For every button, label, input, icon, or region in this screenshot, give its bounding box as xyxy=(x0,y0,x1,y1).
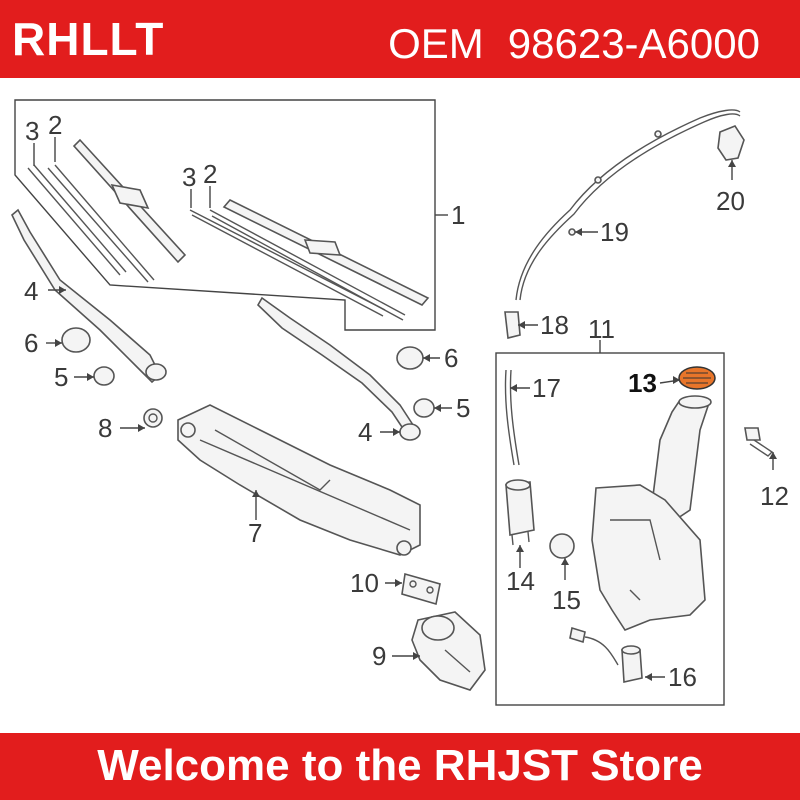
oem-part-number: OEM 98623-A6000 xyxy=(388,20,760,68)
callout-2b: 2 xyxy=(203,159,217,189)
parts-diagram: 1 2 3 2 3 4 6 5 8 4 6 5 7 10 9 19 20 18 … xyxy=(11,99,789,706)
callout-6b: 6 xyxy=(444,343,458,373)
right-arm-cap xyxy=(396,346,424,370)
level-sensor xyxy=(569,626,643,683)
wiper-blade-group-box xyxy=(14,99,436,331)
callout-6a: 6 xyxy=(24,328,38,358)
washer-hose xyxy=(515,109,741,301)
right-wiper-arm xyxy=(256,296,421,441)
callout-16: 16 xyxy=(668,662,697,692)
callout-8: 8 xyxy=(98,413,112,443)
washer-pump xyxy=(505,479,535,546)
part-number: 98623-A6000 xyxy=(507,20,760,67)
left-wiper-blade xyxy=(27,138,187,283)
welcome-message: Welcome to the RHJST Store xyxy=(97,741,703,790)
brand-name: RHLLT xyxy=(12,13,165,65)
pump-grommet xyxy=(549,533,575,559)
callout-4a: 4 xyxy=(24,276,38,306)
wiper-motor xyxy=(411,611,486,691)
callout-10: 10 xyxy=(350,568,379,598)
callout-5b: 5 xyxy=(456,393,470,423)
motor-bracket xyxy=(401,572,441,606)
header-banner: RHLLT OEM 98623-A6000 xyxy=(0,0,800,78)
wiper-linkage xyxy=(177,404,421,556)
left-arm-nut xyxy=(93,366,115,386)
callout-17: 17 xyxy=(532,373,561,403)
hose-connector xyxy=(504,311,521,339)
callout-13: 13 xyxy=(628,368,657,398)
oem-label: OEM xyxy=(388,20,484,67)
callout-1: 1 xyxy=(451,200,465,230)
reservoir-cap[interactable] xyxy=(678,366,716,390)
callout-15: 15 xyxy=(552,585,581,615)
mounting-bolt xyxy=(744,427,774,457)
left-wiper-arm xyxy=(11,208,167,384)
footer-banner: Welcome to the RHJST Store xyxy=(0,733,800,800)
callout-3b: 3 xyxy=(182,162,196,192)
pivot-bushing xyxy=(143,408,163,428)
callout-12: 12 xyxy=(760,481,789,511)
callout-11: 11 xyxy=(588,314,615,344)
callout-4b: 4 xyxy=(358,417,372,447)
right-wiper-blade xyxy=(189,199,430,321)
callout-20: 20 xyxy=(716,186,745,216)
callout-7: 7 xyxy=(248,518,262,548)
right-arm-nut xyxy=(413,398,435,418)
washer-nozzle xyxy=(717,125,745,161)
callout-18: 18 xyxy=(540,310,569,340)
left-arm-cap xyxy=(61,327,91,353)
callout-19: 19 xyxy=(600,217,629,247)
callout-3a: 3 xyxy=(25,116,39,146)
leader-arrowheads xyxy=(55,160,777,681)
washer-reservoir xyxy=(591,395,712,631)
reservoir-hose xyxy=(504,369,515,466)
callout-2a: 2 xyxy=(48,110,62,140)
callout-9: 9 xyxy=(372,641,386,671)
reservoir-group-box xyxy=(495,352,725,706)
callout-5a: 5 xyxy=(54,362,68,392)
callout-14: 14 xyxy=(506,566,535,596)
